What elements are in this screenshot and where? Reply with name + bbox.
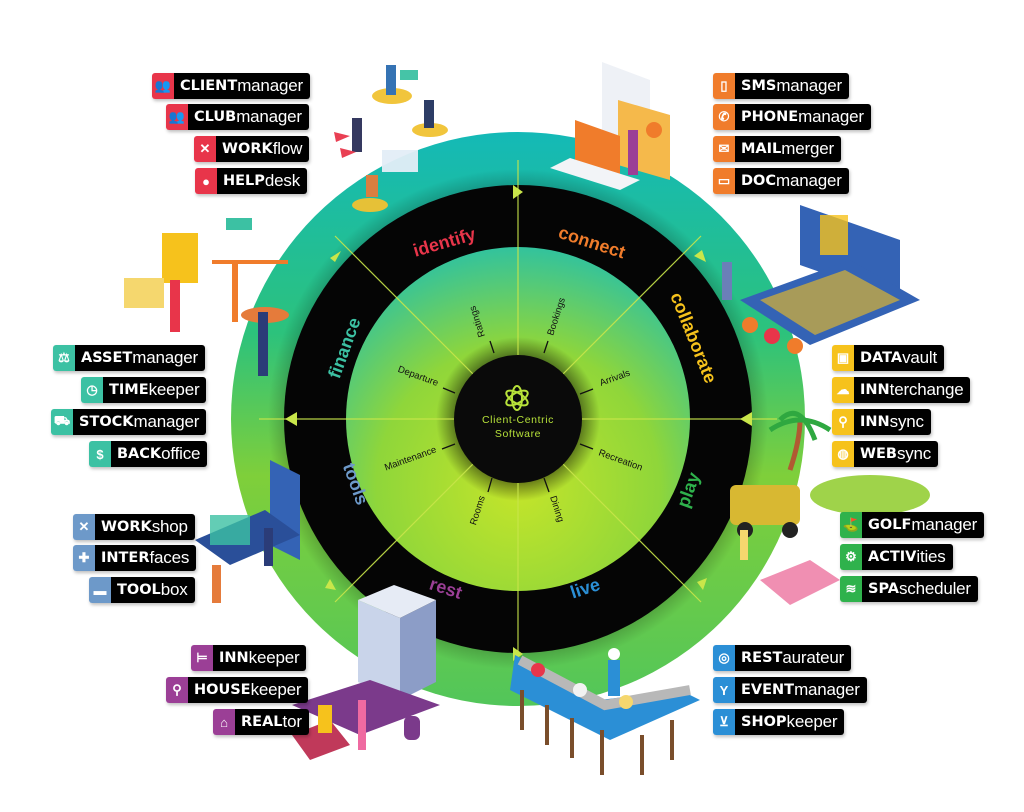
atom-flower-icon bbox=[505, 385, 529, 411]
illustration-identify bbox=[334, 65, 448, 212]
cyclist-icon: ⚙ bbox=[840, 544, 862, 570]
folder-icon: ▭ bbox=[713, 168, 735, 194]
center-hub bbox=[454, 355, 582, 483]
tools-cross-icon: ✕ bbox=[73, 514, 95, 540]
clock-icon: ◷ bbox=[81, 377, 103, 403]
illustration-play bbox=[730, 410, 930, 605]
globe-icon: ◍ bbox=[832, 441, 854, 467]
illustration-finance bbox=[124, 218, 289, 376]
satellite-icon: ⚲ bbox=[832, 409, 854, 435]
cart-icon: ⊻ bbox=[713, 709, 735, 735]
hub-title-line2: Software bbox=[495, 428, 541, 440]
plate-cutlery-icon: ◎ bbox=[713, 645, 735, 671]
people-icon: 👥 bbox=[166, 104, 188, 130]
broom-bucket-icon: ⚲ bbox=[166, 677, 188, 703]
forklift-icon: ⛟ bbox=[51, 409, 73, 435]
illustration-rest bbox=[292, 585, 440, 760]
illustration-tools bbox=[195, 460, 300, 603]
dollar-icon: $ bbox=[89, 441, 111, 467]
illustration-connect bbox=[550, 62, 670, 190]
cloud-exchange-icon: ☁ bbox=[832, 377, 854, 403]
tools-cross-icon: ✕ bbox=[194, 136, 216, 162]
vault-icon: ▣ bbox=[832, 345, 854, 371]
cocktail-icon: Y bbox=[713, 677, 735, 703]
user-icon: ● bbox=[195, 168, 217, 194]
scales-icon: ⚖ bbox=[53, 345, 75, 371]
bed-icon: ⊨ bbox=[191, 645, 213, 671]
hub-title-line1: Client-Centric bbox=[482, 414, 554, 426]
mail-icon: ✉ bbox=[713, 136, 735, 162]
spa-stones-icon: ≋ bbox=[840, 576, 862, 602]
illustration-live bbox=[510, 648, 700, 775]
mobile-sms-icon: ▯ bbox=[713, 73, 735, 99]
phone-icon: ✆ bbox=[713, 104, 735, 130]
toolbox-icon: ▬ bbox=[89, 577, 111, 603]
bank-icon: ⌂ bbox=[213, 709, 235, 735]
illustration-collaborate bbox=[722, 205, 920, 354]
golfer-icon: ⛳ bbox=[840, 512, 862, 538]
people-icon: 👥 bbox=[152, 73, 174, 99]
puzzle-icon: ✚ bbox=[73, 545, 95, 571]
